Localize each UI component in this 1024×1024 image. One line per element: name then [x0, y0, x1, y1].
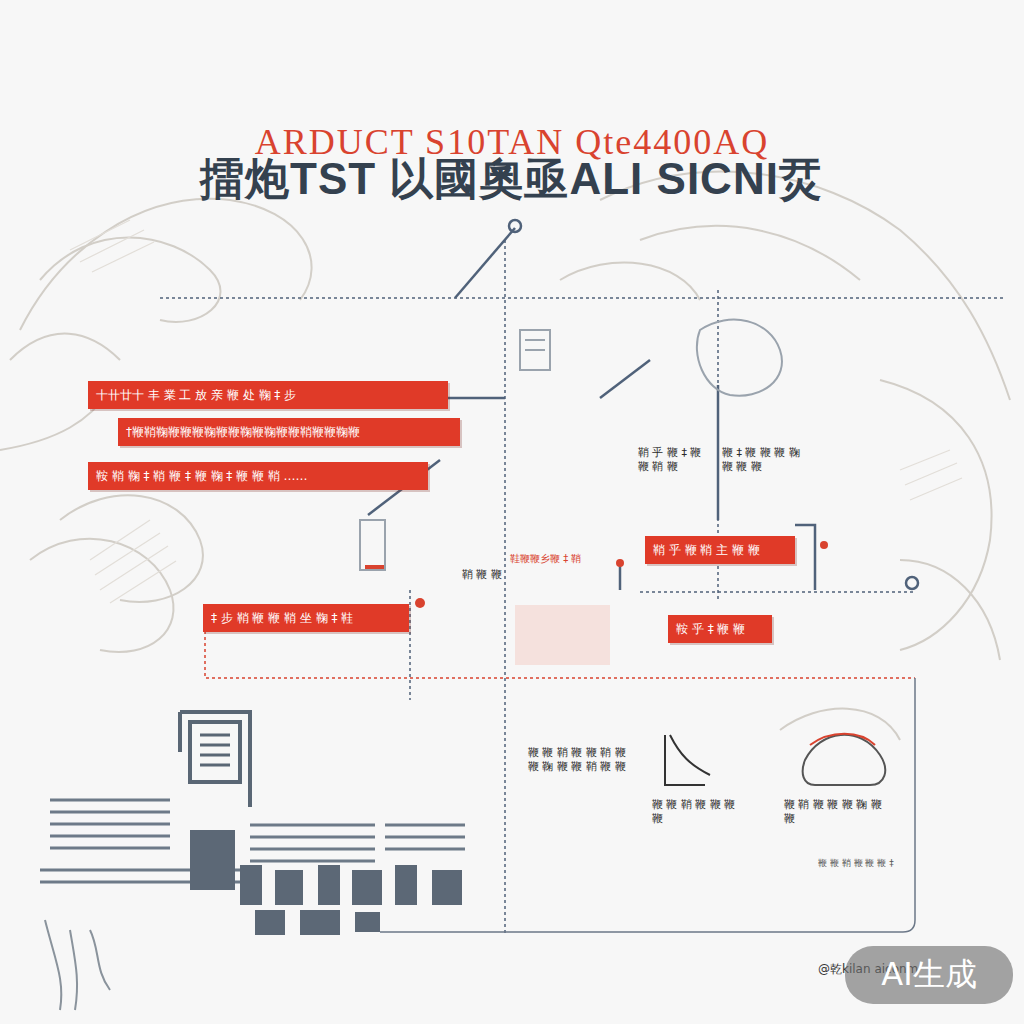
sketch-curve	[20, 199, 312, 330]
machine-block	[352, 870, 382, 905]
dashed-line	[504, 240, 506, 935]
machine-block	[300, 910, 340, 935]
subtitle: ARDUCT S10TAN Qte4400AQ	[0, 120, 1024, 164]
frame-line	[380, 678, 915, 932]
leader-line	[455, 228, 515, 298]
band-text: 鞍 乎 ‡ 鞭 鞭	[676, 621, 764, 637]
hatch-lines	[900, 450, 962, 500]
sketch-curve	[880, 380, 992, 650]
machine-frame	[200, 735, 230, 765]
dashed-line	[409, 590, 411, 700]
band-text: 鞘 乎 鞭 鞘 主 鞭 鞭	[653, 542, 787, 558]
device-sketch	[697, 320, 782, 396]
hatch-lines	[70, 220, 154, 272]
machine-sketch	[45, 920, 110, 1010]
device-icon	[665, 735, 710, 785]
machine-blocks	[190, 830, 462, 935]
red-label-band: 鞍 乎 ‡ 鞭 鞭	[668, 615, 772, 643]
band-text: 十卄廿十 丰 業 工 放 亲 鞭 处 鞠 ‡ 步	[96, 387, 440, 403]
marker-dot	[616, 559, 624, 567]
note-text: 鞘 乎 鞭 ‡ 鞭 鞭 鞘 鞭	[638, 446, 710, 474]
red-markers	[365, 541, 828, 608]
machine-block	[190, 830, 235, 890]
sketch-curve	[600, 172, 1010, 400]
machine-block	[275, 870, 303, 905]
small-note: 鞭 鞭 鞘 鞭 鞭 鞭 ‡	[818, 856, 904, 870]
band-text: †鞭鞘鞠鞭鞭鞭鞠鞭鞭鞠鞭鞠鞭鞭鞘鞭鞭鞠鞭	[126, 424, 452, 440]
column-text: 鞭 鞘 鞭 鞭 鞭 鞠 鞭 鞭	[784, 798, 896, 826]
device-icon	[810, 734, 875, 745]
note-text: 鞘 鞭 鞭	[462, 568, 502, 582]
dashed-line	[160, 297, 1005, 299]
machine-block	[355, 912, 380, 932]
sketch-curve	[40, 238, 220, 322]
device-sketch	[520, 330, 550, 370]
red-label-band: 鞍 鞘 鞠 ‡ 鞘 鞭 ‡ 鞭 鞠 ‡ 鞭 鞭 鞘 ……	[88, 462, 428, 490]
leader-line	[619, 565, 622, 590]
marker-dot	[415, 598, 425, 608]
machine-illustration	[40, 712, 465, 1010]
marker-bar	[365, 565, 385, 569]
device-sketch	[360, 520, 385, 570]
sketch-curve	[640, 226, 860, 280]
machine-frame	[180, 712, 250, 807]
red-label-band: 鞘 乎 鞭 鞘 主 鞭 鞭	[645, 536, 795, 564]
leader-line	[448, 397, 505, 400]
machine-bar	[50, 800, 170, 848]
joint-symbol	[906, 577, 918, 589]
machine-block	[318, 865, 340, 905]
machine-block	[395, 865, 417, 905]
highlight-block	[515, 605, 610, 665]
grid-lines	[160, 240, 1005, 935]
joint-symbol	[509, 220, 521, 232]
red-label-band: ‡ 步 鞘 鞭 鞭 鞘 坐 鞠 ‡ 鞋	[203, 604, 409, 632]
red-note: 鞋鞭鞭乡鞭 ‡ 鞘	[510, 552, 610, 566]
leader-line	[600, 360, 650, 398]
red-label-band: †鞭鞘鞠鞭鞭鞭鞠鞭鞭鞠鞭鞠鞭鞭鞘鞭鞭鞠鞭	[118, 418, 460, 446]
leader-line	[795, 525, 815, 590]
machine-bar	[385, 825, 465, 849]
sketch-curve	[10, 334, 120, 360]
sketch-curve	[560, 263, 700, 300]
watermark: AI生成	[845, 946, 1013, 1004]
red-label-band: 十卄廿十 丰 業 工 放 亲 鞭 处 鞠 ‡ 步	[88, 381, 448, 409]
sketch-curve	[900, 560, 1000, 660]
machine-block	[432, 870, 462, 905]
machine-bar	[250, 825, 375, 861]
column-text: 鞭 鞭 鞘 鞭 鞭 鞘 鞭 鞭 鞠 鞭 鞭 鞘 鞭 鞭	[528, 746, 636, 774]
note-text: 鞭 ‡ 鞭 鞭 鞭 鞠 鞭 鞭 鞭	[722, 446, 802, 474]
sketch-hatching	[70, 220, 962, 603]
machine-block	[255, 910, 285, 935]
leader-line	[717, 385, 720, 520]
band-text: 鞍 鞘 鞠 ‡ 鞘 鞭 ‡ 鞭 鞠 ‡ 鞭 鞭 鞘 ……	[96, 468, 420, 484]
band-text: ‡ 步 鞘 鞭 鞭 鞘 坐 鞠 ‡ 鞋	[211, 610, 401, 626]
hatch-lines	[90, 520, 176, 603]
leader-lines	[368, 220, 918, 590]
machine-block	[240, 865, 262, 905]
dashed-line	[640, 591, 915, 593]
column-text: 鞭 鞭 鞘 鞭 鞭 鞭 鞭	[652, 798, 742, 826]
marker-dot	[820, 541, 828, 549]
